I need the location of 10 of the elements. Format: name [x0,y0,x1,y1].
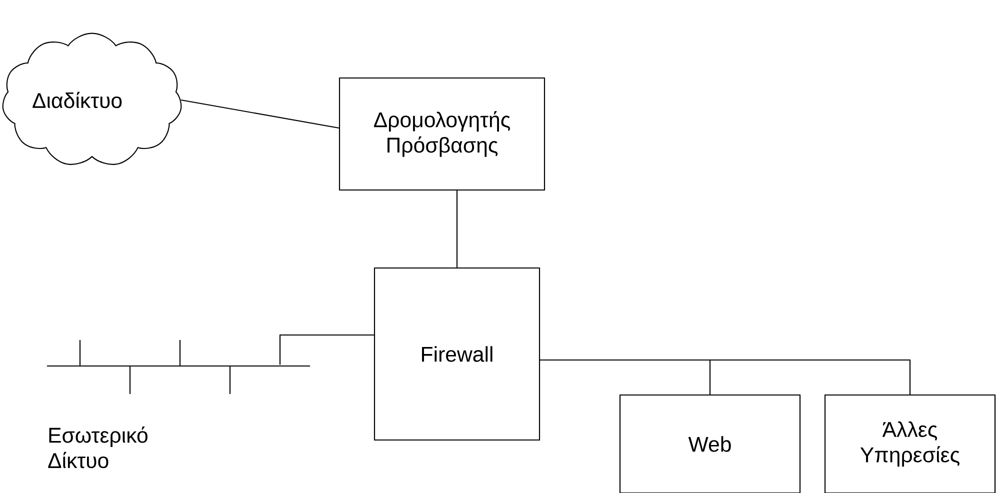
network-bus-drawing [47,340,310,394]
network-box: Web [619,394,801,493]
connector-line [456,190,458,268]
network-box: Άλλες Υπηρεσίες [824,394,996,493]
network-box: Δρομολογητής Πρόσβασης [338,77,546,191]
connector-line [279,334,374,365]
connector-line [180,99,340,129]
node-label: Εσωτερικό Δίκτυο [48,426,148,468]
network-box: Firewall [374,267,540,441]
connector-line [540,359,911,394]
